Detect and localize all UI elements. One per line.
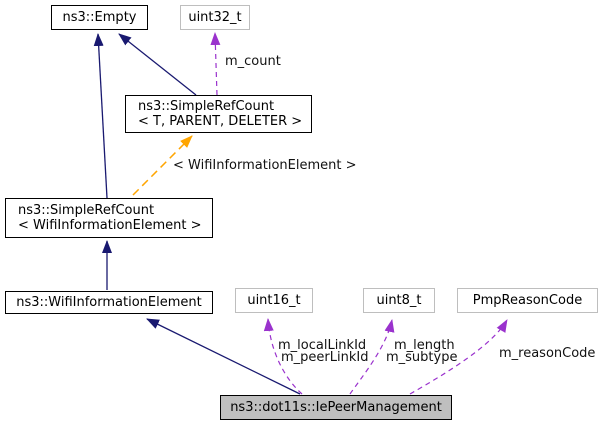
node-wifiinformationelement[interactable]: ns3::WifiInformationElement [5, 291, 213, 314]
node-uint32-t: uint32_t [180, 5, 250, 30]
edge-inheritance-iepeer-wifiie [146, 318, 301, 395]
edge-member-m-count [210, 32, 221, 96]
edge-member-m-reasoncode [409, 319, 508, 395]
node-label: ns3::WifiInformationElement [16, 295, 202, 310]
edge-template-instantiation [132, 135, 193, 196]
node-uint8-t: uint8_t [363, 288, 435, 313]
edge-member-m-locallinkid [263, 318, 303, 395]
node-label: uint32_t [188, 10, 242, 25]
edge-member-m-length [349, 319, 395, 395]
node-label-line1: ns3::SimpleRefCount [18, 203, 155, 218]
node-label: ns3::Empty [62, 10, 137, 25]
node-uint16-t: uint16_t [235, 288, 313, 313]
node-iepeermanagement-focus: ns3::dot11s::IePeerManagement [220, 395, 452, 420]
node-label: ns3::dot11s::IePeerManagement [230, 400, 442, 415]
edge-label-m-peerlinkid: m_peerLinkId [281, 350, 369, 365]
node-ns3-empty[interactable]: ns3::Empty [51, 5, 148, 30]
edge-label-m-reasoncode: m_reasonCode [499, 346, 596, 361]
node-label-line2: < T, PARENT, DELETER > [138, 114, 303, 129]
node-label: uint8_t [376, 293, 422, 308]
node-label-line2: < WifiInformationElement > [18, 218, 202, 233]
node-pmpreasoncode: PmpReasonCode [457, 288, 598, 313]
edge-label-m-locallinkid: m_localLinkId [278, 338, 367, 353]
node-simplerefcount-template[interactable]: ns3::SimpleRefCount < T, PARENT, DELETER… [125, 95, 312, 133]
edge-label-m-count: m_count [225, 54, 281, 69]
edge-label-m-length: m_length [394, 338, 455, 353]
node-label: uint16_t [247, 293, 301, 308]
node-label: PmpReasonCode [472, 293, 583, 308]
edge-label-template-arg: < WifiInformationElement > [173, 158, 357, 173]
edge-inheritance-simplerefwifi-empty [93, 33, 108, 199]
edge-inheritance-simplereft-empty [118, 33, 197, 96]
node-label-line1: ns3::SimpleRefCount [138, 99, 275, 114]
node-simplerefcount-wifiinformationelement[interactable]: ns3::SimpleRefCount < WifiInformationEle… [5, 198, 213, 238]
edge-label-m-subtype: m_subtype [386, 350, 458, 365]
